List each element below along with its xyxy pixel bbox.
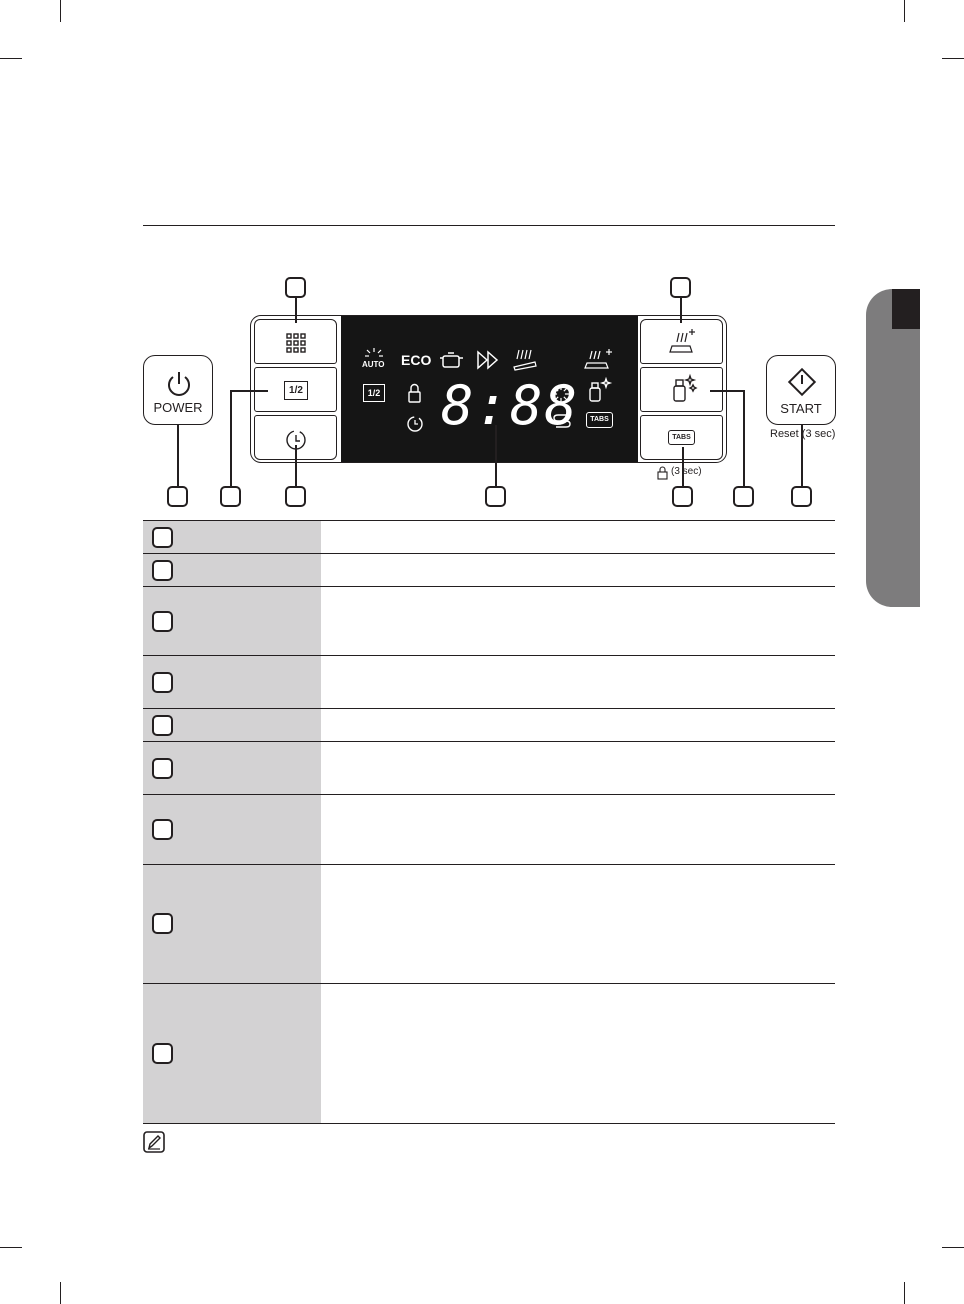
callout-box xyxy=(152,819,173,840)
auto-label: AUTO xyxy=(362,360,385,369)
crop-mark xyxy=(942,1247,964,1248)
table-row xyxy=(143,864,835,984)
callout-box xyxy=(167,486,188,507)
crop-mark xyxy=(904,1282,905,1304)
chapter-side-marker xyxy=(892,289,920,329)
pot-icon xyxy=(440,352,463,368)
delay-timer-icon xyxy=(286,430,306,450)
callout-leader xyxy=(295,298,297,323)
child-lock-indicator-icon xyxy=(408,383,421,403)
callout-box xyxy=(672,486,693,507)
child-lock-caption: (3 sec) xyxy=(671,466,702,477)
crop-mark xyxy=(942,58,964,59)
power-icon xyxy=(168,372,190,396)
start-icon xyxy=(787,367,817,397)
callout-leader xyxy=(495,425,497,486)
start-label: START xyxy=(780,401,822,416)
callout-leader xyxy=(295,445,297,486)
callout-box xyxy=(152,560,173,581)
program-grid-icon xyxy=(286,333,306,353)
callout-box xyxy=(791,486,812,507)
sanitize-button[interactable] xyxy=(640,367,723,412)
callout-box xyxy=(485,486,506,507)
time-readout: 8:88 xyxy=(441,374,580,437)
callout-leader xyxy=(682,447,684,486)
crop-mark xyxy=(60,0,61,22)
start-button[interactable]: START xyxy=(766,355,836,425)
callout-leader xyxy=(710,390,744,392)
callout-box xyxy=(152,1043,173,1064)
table-row xyxy=(143,520,835,554)
chapter-side-tab xyxy=(866,289,920,607)
callout-box xyxy=(152,611,173,632)
callout-box xyxy=(152,758,173,779)
callout-box xyxy=(285,486,306,507)
table-row xyxy=(143,794,835,865)
power-label: POWER xyxy=(153,400,203,415)
extra-rinse-indicator-icon xyxy=(584,349,612,369)
auto-icon xyxy=(365,348,383,357)
callout-box xyxy=(285,277,306,298)
tabs-indicator: TABS xyxy=(586,412,613,428)
callout-box xyxy=(152,913,173,934)
callout-leader xyxy=(680,298,682,323)
callout-leader xyxy=(801,424,803,486)
extra-rinse-icon xyxy=(669,329,695,353)
program-button[interactable] xyxy=(254,319,337,364)
callout-leader xyxy=(743,390,745,486)
crop-mark xyxy=(904,0,905,22)
table-row xyxy=(143,741,835,795)
salt-icon xyxy=(552,385,570,403)
extra-rinse-button[interactable] xyxy=(640,319,723,364)
callout-box xyxy=(152,527,173,548)
crop-mark xyxy=(0,58,22,59)
quick-wash-icon xyxy=(477,350,499,370)
child-lock-icon xyxy=(657,466,668,480)
half-load-indicator: 1/2 xyxy=(363,384,385,402)
power-button[interactable]: POWER xyxy=(143,355,213,425)
start-caption: Reset (3 sec) xyxy=(770,428,836,440)
wash-arm-icon xyxy=(513,349,537,371)
callout-box xyxy=(152,672,173,693)
callout-box xyxy=(220,486,241,507)
table-row xyxy=(143,553,835,587)
callout-box xyxy=(670,277,691,298)
callout-leader xyxy=(230,390,232,486)
section-rule xyxy=(143,225,835,226)
crop-mark xyxy=(60,1282,61,1304)
crop-mark xyxy=(0,1247,22,1248)
callout-leader xyxy=(230,390,268,392)
rinse-cycle-icon xyxy=(553,414,571,428)
delay-indicator-icon xyxy=(407,416,423,432)
eco-label: ECO xyxy=(401,352,432,368)
table-row xyxy=(143,708,835,742)
callout-leader xyxy=(177,424,179,486)
note-icon xyxy=(143,1131,165,1153)
half-load-label: 1/2 xyxy=(284,381,308,400)
sanitize-icon xyxy=(673,373,698,402)
rinse-refill-icon xyxy=(589,376,613,402)
table-row xyxy=(143,983,835,1124)
callout-box xyxy=(152,715,173,736)
table-bottom-rule xyxy=(143,1123,835,1124)
tabs-button[interactable]: TABS xyxy=(640,415,723,460)
callout-box xyxy=(733,486,754,507)
tabs-button-label: TABS xyxy=(668,430,695,445)
half-load-button[interactable]: 1/2 xyxy=(254,367,337,412)
table-row xyxy=(143,655,835,709)
lcd-display: AUTO ECO 1/2 8:88 TABS xyxy=(341,316,638,462)
table-row xyxy=(143,586,835,656)
